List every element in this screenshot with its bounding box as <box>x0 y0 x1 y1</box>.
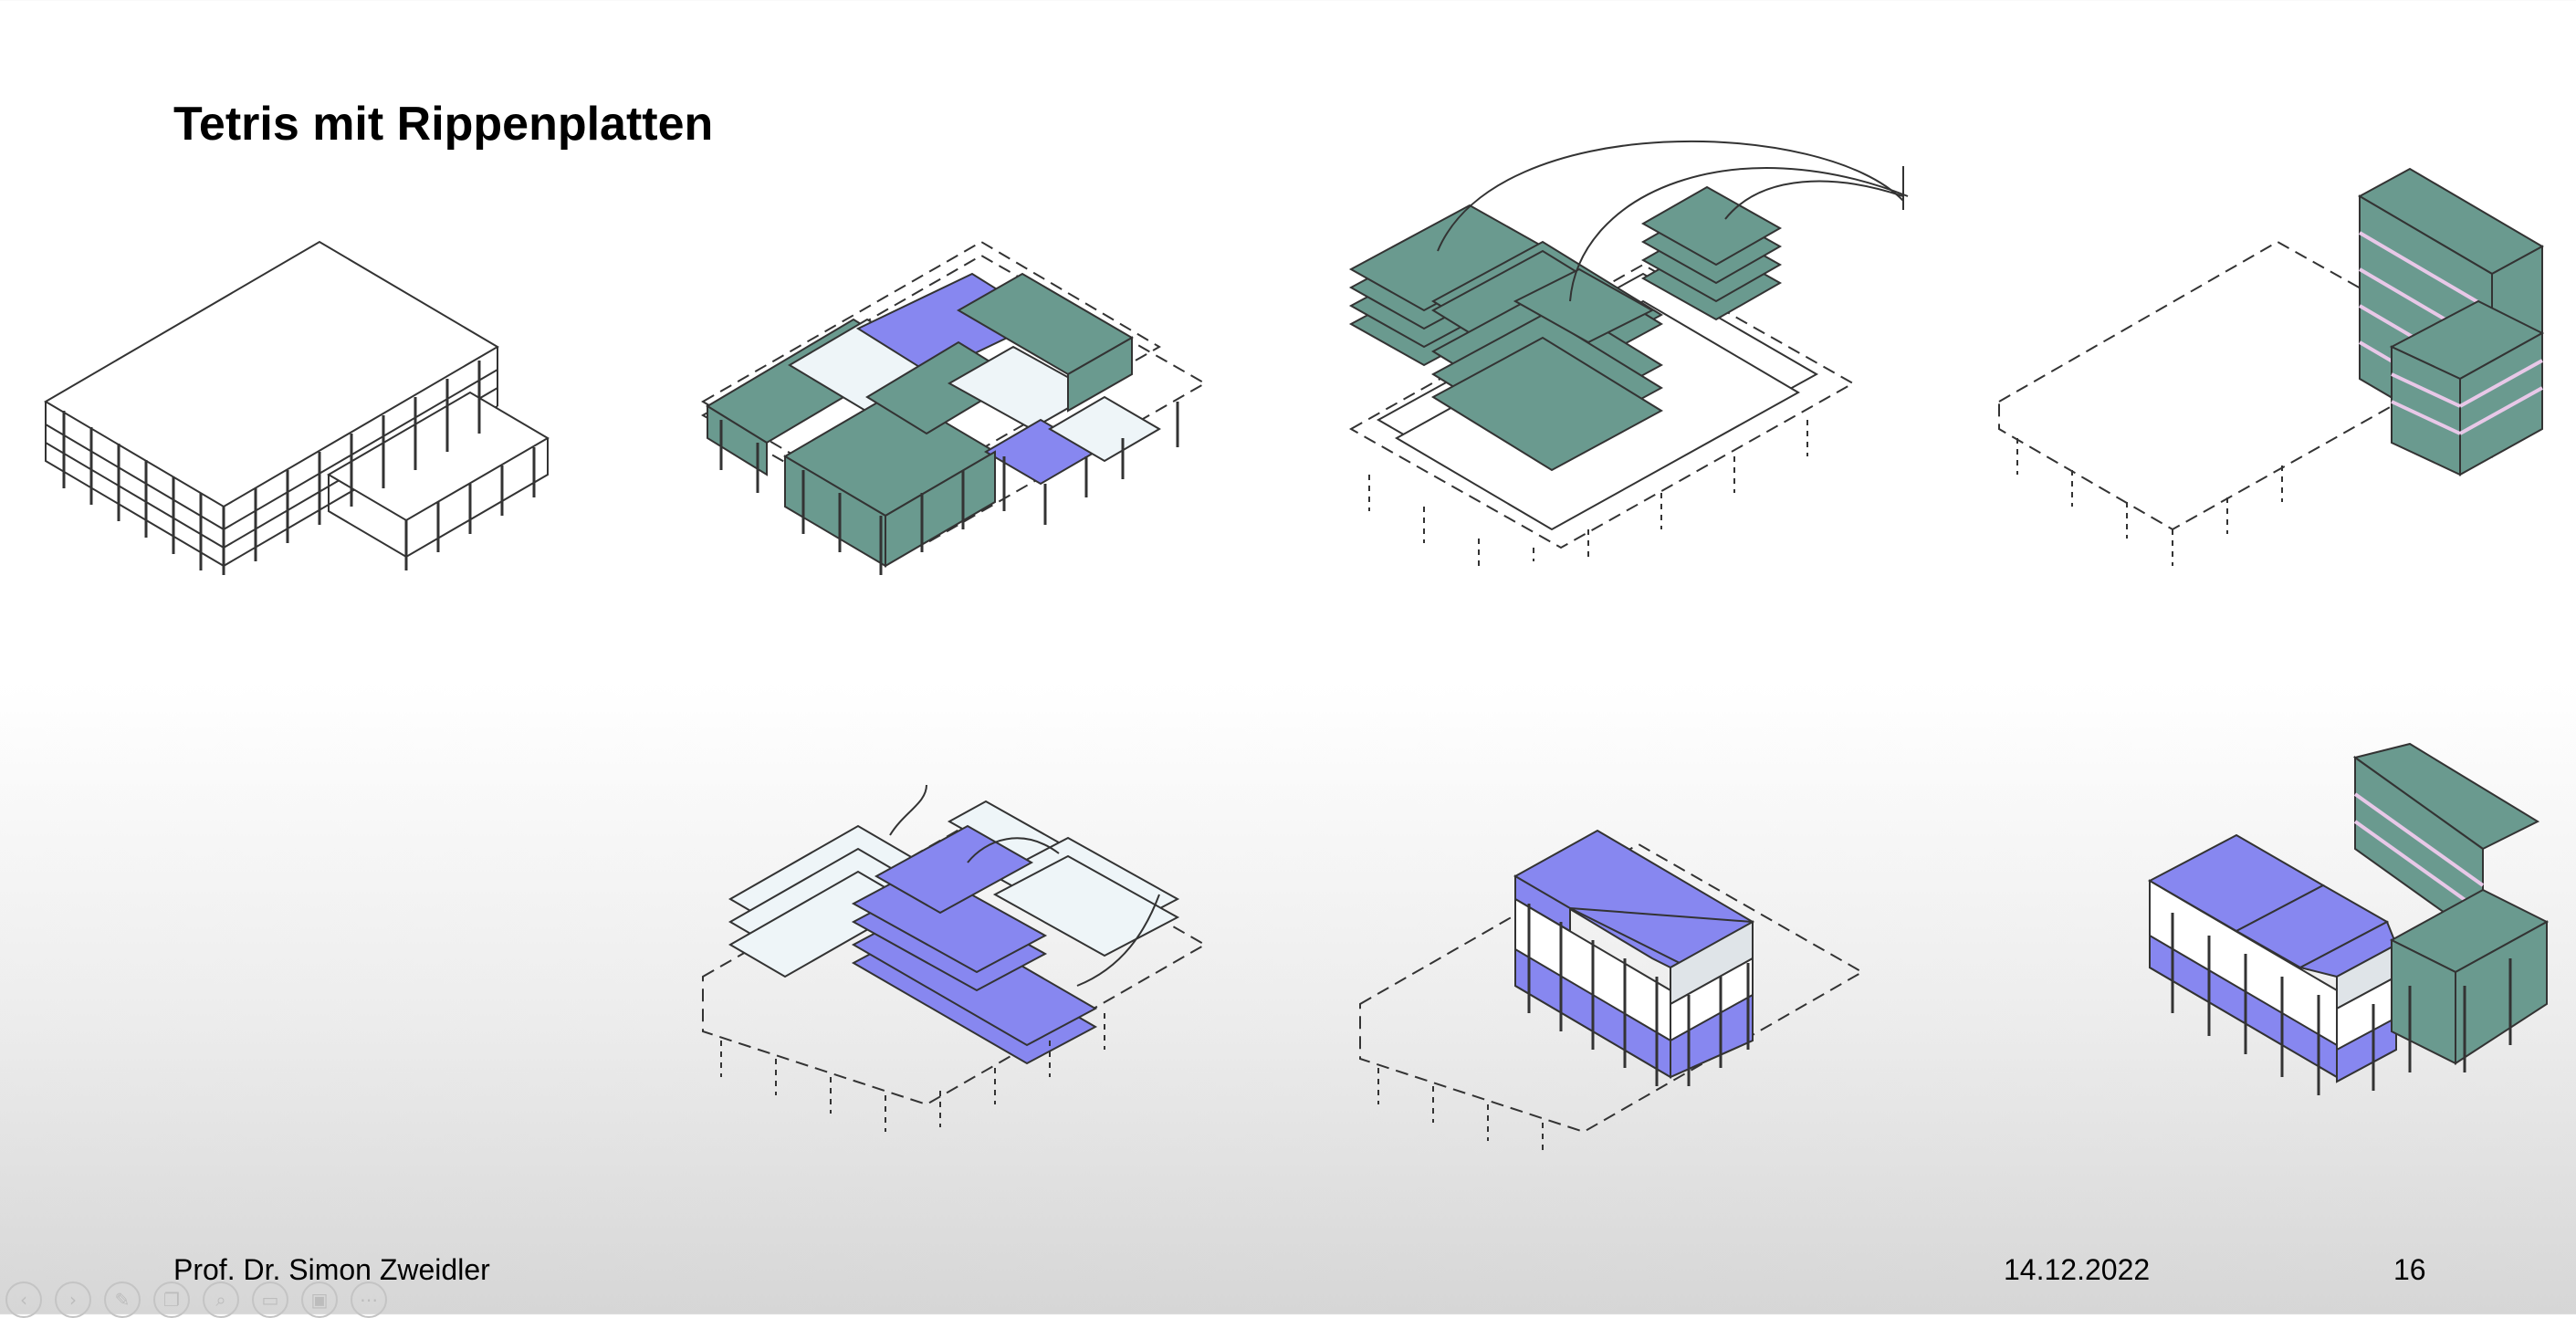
page-number: 16 <box>2393 1253 2426 1286</box>
next-icon[interactable]: › <box>55 1281 91 1318</box>
zoom-icon[interactable]: ⌕ <box>203 1281 239 1318</box>
final-building-diagram <box>2147 742 2550 1095</box>
more-icon[interactable]: ⋯ <box>351 1281 387 1318</box>
previous-icon[interactable]: ‹ <box>5 1281 42 1318</box>
camera-icon[interactable]: ▣ <box>301 1281 338 1318</box>
two-wings-diagram <box>1998 167 2545 566</box>
stacked-slabs-diagram <box>702 784 1208 1132</box>
copy-icon[interactable]: ❐ <box>153 1281 190 1318</box>
l-building-diagram <box>1359 829 1865 1155</box>
slide-title: Tetris mit Rippenplatten <box>173 98 714 151</box>
floating-slabs-diagram <box>1348 140 1909 570</box>
presentation-toolbar: ‹ › ✎ ❐ ⌕ ▭ ▣ ⋯ <box>5 1281 387 1318</box>
pen-icon[interactable]: ✎ <box>104 1281 141 1318</box>
subtitles-icon[interactable]: ▭ <box>252 1281 288 1318</box>
tetris-slabs-diagram <box>700 240 1208 575</box>
building-frame-diagram <box>44 240 550 575</box>
author-name: Prof. Dr. Simon Zweidler <box>173 1253 490 1286</box>
slide-date: 14.12.2022 <box>2004 1253 2151 1286</box>
